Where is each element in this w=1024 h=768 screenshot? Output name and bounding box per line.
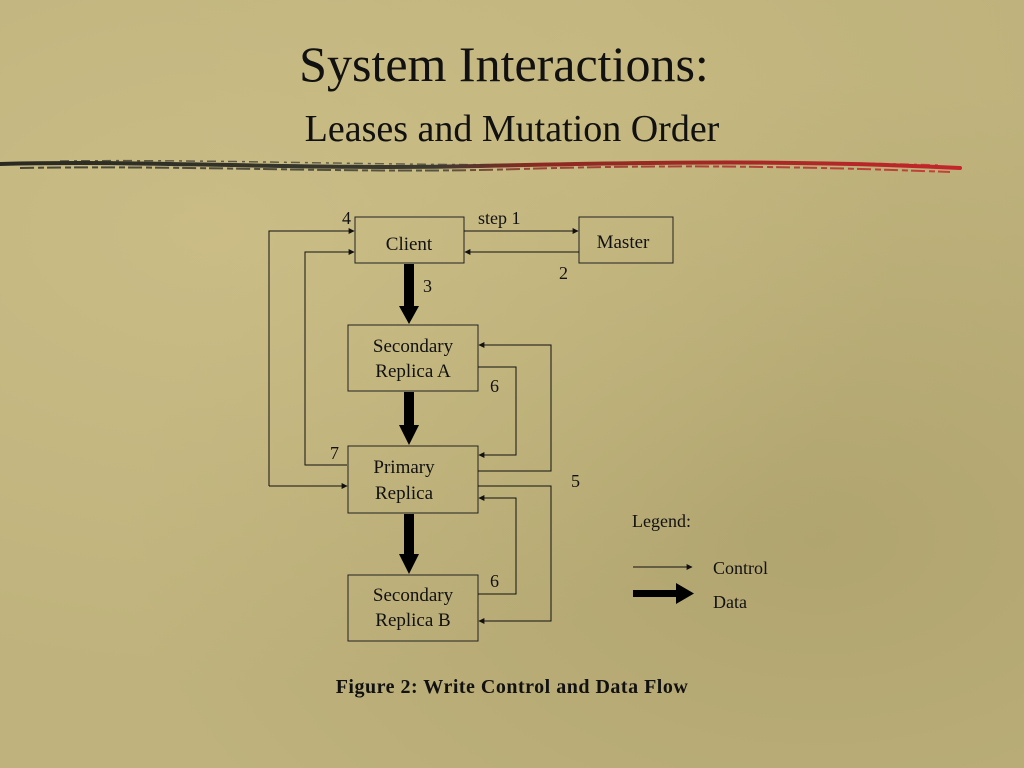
legend-data-arrow	[633, 583, 694, 604]
primary-label-line1: Primary	[373, 457, 435, 478]
step4-label: 4	[342, 208, 351, 228]
step6b-label: 6	[490, 571, 499, 591]
secondary-b-label-line2: Replica B	[375, 610, 450, 631]
decorative-divider	[0, 159, 962, 173]
control-arrow-step5-to-secondary-b	[478, 485, 552, 624]
control-arrow-step4	[268, 228, 355, 486]
step3-label: 3	[423, 276, 432, 296]
step2-label: 2	[559, 263, 568, 283]
data-arrow-client-to-secondary-a	[399, 264, 419, 324]
secondary-a-label-line1: Secondary	[373, 336, 454, 357]
control-arrow-step6-from-secondary-b	[478, 495, 517, 595]
divider-stroke-tertiary	[59, 159, 941, 166]
figure-caption: Figure 2: Write Control and Data Flow	[335, 676, 689, 698]
legend-title: Legend:	[632, 511, 691, 531]
control-arrow-step6-from-secondary-a	[478, 366, 517, 458]
step5-label: 5	[571, 471, 580, 491]
data-arrow-secondary-a-to-primary	[399, 392, 419, 445]
data-arrow-primary-to-secondary-b	[399, 514, 419, 574]
secondary-replica-b-box	[347, 574, 479, 642]
primary-label-line2: Replica	[375, 483, 434, 504]
step6a-label: 6	[490, 376, 499, 396]
secondary-b-label-line1: Secondary	[373, 585, 454, 606]
step7-label: 7	[330, 443, 339, 463]
legend-data-label: Data	[713, 592, 747, 612]
control-arrow-step5-to-secondary-a	[478, 342, 552, 472]
step1-label: step 1	[478, 208, 521, 228]
client-box	[354, 216, 465, 264]
legend-control-label: Control	[713, 558, 768, 578]
divider-stroke-secondary	[19, 165, 951, 173]
primary-replica-box	[347, 445, 479, 514]
control-arrow-step7	[304, 249, 355, 466]
slide-title: System Interactions:	[299, 36, 709, 92]
secondary-a-label-line2: Replica A	[375, 361, 451, 382]
master-box	[578, 216, 674, 264]
secondary-replica-a-box	[347, 324, 479, 392]
master-label: Master	[597, 232, 650, 253]
client-label: Client	[386, 234, 433, 255]
slide-subtitle: Leases and Mutation Order	[304, 108, 720, 150]
